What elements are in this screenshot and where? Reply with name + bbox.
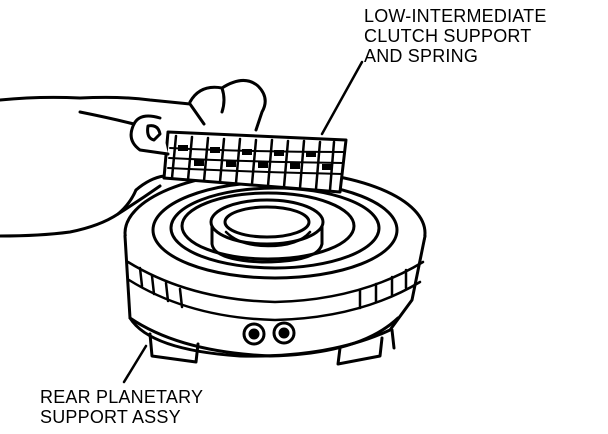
callout-line: CLUTCH SUPPORT <box>364 26 532 46</box>
rear-planetary-support-housing <box>123 169 427 366</box>
hand-illustration <box>0 79 267 238</box>
callout-line: AND SPRING <box>364 46 479 66</box>
callout-line: SUPPORT ASSY <box>40 407 181 427</box>
callout-line: REAR PLANETARY <box>40 387 204 407</box>
leader-line-bottom <box>122 344 148 384</box>
callout-label-clutch-support: LOW-INTERMEDIATE CLUTCH SUPPORT AND SPRI… <box>364 6 547 66</box>
callout-line: LOW-INTERMEDIATE <box>364 6 547 26</box>
leader-line-top <box>320 60 364 136</box>
callout-label-rear-planetary: REAR PLANETARY SUPPORT ASSY <box>40 387 203 427</box>
clutch-spring-pack <box>162 130 348 194</box>
